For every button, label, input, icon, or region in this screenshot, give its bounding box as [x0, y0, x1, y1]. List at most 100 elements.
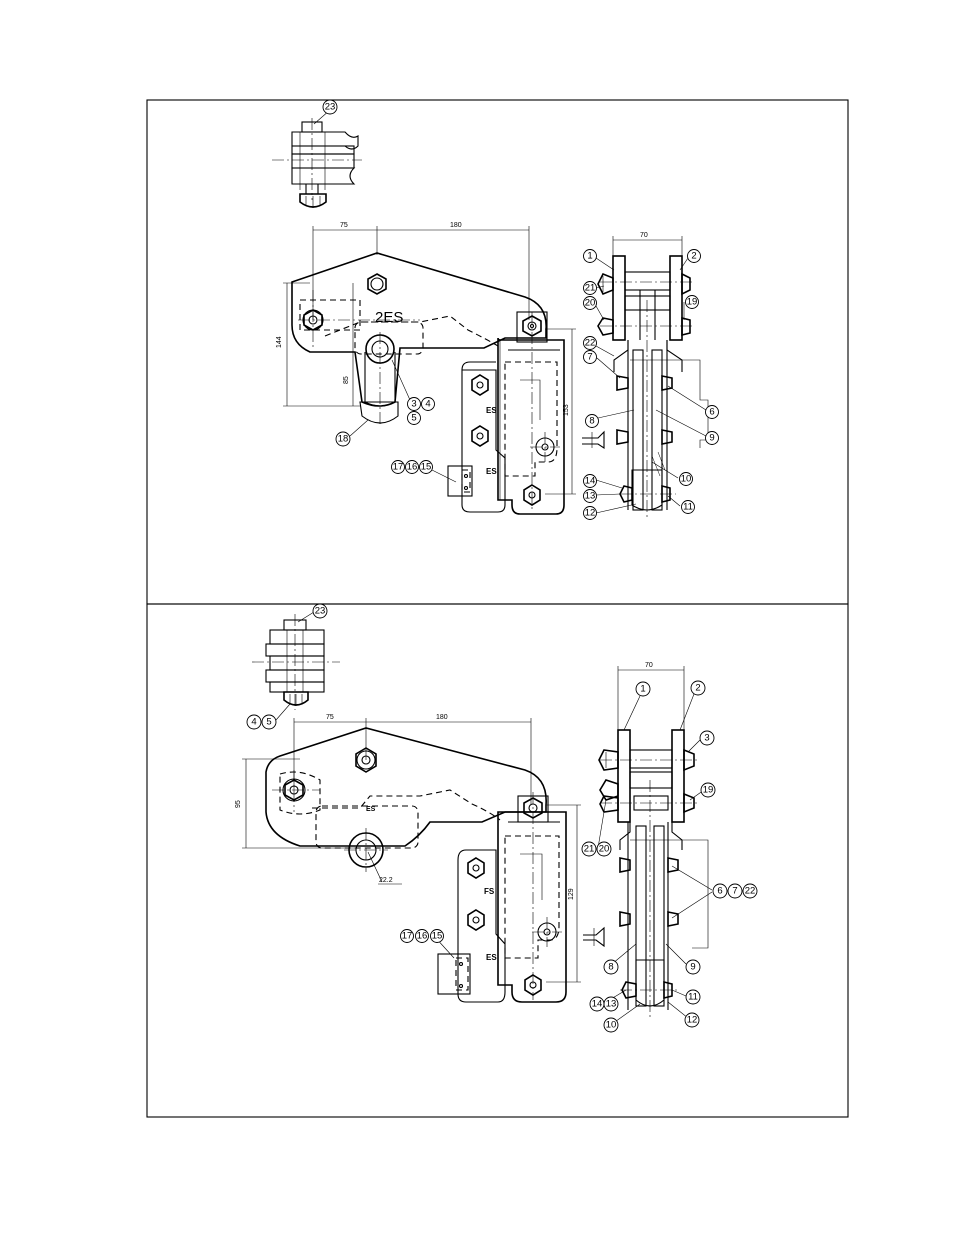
svg-text:3: 3	[411, 399, 416, 410]
top-balloon-4: 4	[422, 398, 435, 411]
svg-text:22: 22	[585, 338, 596, 349]
svg-text:21: 21	[585, 283, 596, 294]
svg-text:2: 2	[695, 683, 700, 694]
svg-text:22: 22	[745, 886, 756, 897]
bottom-es-label-top: ES	[366, 806, 376, 813]
top-dim-144: 144	[276, 336, 283, 348]
svg-text:9: 9	[690, 962, 695, 973]
top-balloon-15: 15	[420, 461, 433, 474]
top-balloon-18: 18	[336, 432, 350, 446]
panel-top: 75 180 144 85 153	[272, 100, 719, 520]
top-balloon-3: 3	[408, 398, 421, 411]
bottom-balloon-21: 21	[582, 842, 596, 856]
top-es-label-1: ES	[486, 406, 497, 415]
bottom-balloon-10: 10	[604, 1018, 618, 1032]
svg-text:19: 19	[703, 785, 714, 796]
top-dim-70: 70	[640, 232, 648, 239]
top-balloon-11: 11	[682, 501, 695, 514]
svg-text:7: 7	[587, 352, 592, 363]
top-balloon-2: 2	[688, 250, 701, 263]
svg-text:17: 17	[402, 931, 413, 942]
top-balloon-1: 1	[584, 250, 597, 263]
svg-text:20: 20	[585, 298, 596, 309]
bottom-balloon-4: 4	[247, 715, 261, 729]
svg-text:16: 16	[417, 931, 428, 942]
bottom-arm: FS ES	[438, 850, 505, 1002]
bottom-body	[498, 792, 566, 1002]
svg-text:5: 5	[266, 717, 271, 728]
svg-text:8: 8	[589, 416, 594, 427]
top-balloon-10: 10	[680, 473, 693, 486]
svg-text:21: 21	[584, 844, 595, 855]
top-balloon-23: 23	[323, 100, 337, 114]
top-balloon-20: 20	[584, 297, 597, 310]
top-balloon-21: 21	[584, 282, 597, 295]
svg-text:4: 4	[251, 717, 256, 728]
bottom-balloon-9: 9	[686, 960, 700, 974]
bottom-balloon-6: 6	[713, 884, 727, 898]
bottom-balloon-13: 13	[604, 997, 618, 1011]
bottom-detail-view	[252, 614, 340, 710]
top-balloon-13: 13	[584, 490, 597, 503]
top-dim-75: 75	[340, 222, 348, 229]
bottom-balloon-3: 3	[700, 731, 714, 745]
top-bracket	[292, 253, 546, 425]
top-balloon-14: 14	[584, 475, 597, 488]
top-dim-180: 180	[450, 222, 462, 229]
top-balloon-9: 9	[706, 432, 719, 445]
top-balloon-12: 12	[584, 507, 597, 520]
svg-text:6: 6	[717, 886, 722, 897]
top-balloon-8: 8	[586, 415, 599, 428]
bottom-dim-180: 180	[436, 714, 448, 721]
bottom-dim-95: 95	[235, 800, 242, 808]
top-balloon-17: 17	[392, 461, 405, 474]
svg-text:2: 2	[691, 251, 696, 262]
top-big-label: 2ES	[375, 309, 403, 326]
bottom-fs-label: FS	[484, 887, 495, 896]
bottom-leaders	[276, 612, 712, 1024]
svg-text:4: 4	[425, 399, 430, 410]
bottom-balloon-8: 8	[604, 960, 618, 974]
bottom-dim-129: 129	[568, 888, 575, 900]
svg-text:13: 13	[606, 999, 617, 1010]
svg-text:14: 14	[585, 476, 596, 487]
svg-text:7: 7	[732, 886, 737, 897]
bottom-balloon-19: 19	[701, 783, 715, 797]
top-es-label-2: ES	[486, 467, 497, 476]
panel-bottom: 75 180 95 129 22.2	[235, 604, 757, 1032]
bottom-balloon-15: 15	[431, 930, 444, 943]
top-dim-85: 85	[343, 376, 350, 384]
svg-text:15: 15	[421, 462, 432, 473]
svg-text:19: 19	[687, 297, 698, 308]
bottom-balloon-14: 14	[590, 997, 604, 1011]
svg-text:20: 20	[599, 844, 610, 855]
bottom-balloon-17: 17	[401, 930, 414, 943]
bottom-es-label: ES	[486, 953, 497, 962]
top-dimensions: 75 180 144 85 15 3	[276, 222, 576, 494]
bottom-balloon-11: 11	[686, 990, 700, 1004]
svg-text:23: 23	[325, 102, 336, 113]
svg-text:12: 12	[585, 508, 596, 519]
bottom-balloon-1: 1	[636, 682, 650, 696]
svg-text:10: 10	[681, 474, 692, 485]
bottom-balloon-22: 22	[743, 884, 757, 898]
svg-text:1: 1	[640, 684, 645, 695]
svg-text:15: 15	[432, 931, 443, 942]
bottom-balloon-2: 2	[691, 681, 705, 695]
svg-text:5: 5	[411, 413, 416, 424]
top-balloon-22: 22	[584, 337, 597, 350]
svg-text:13: 13	[585, 491, 596, 502]
svg-text:23: 23	[315, 606, 326, 617]
top-detail-view	[272, 118, 362, 208]
bottom-dim-75: 75	[326, 714, 334, 721]
bottom-bracket	[266, 728, 546, 872]
top-balloon-19: 19	[686, 296, 699, 309]
svg-text:12: 12	[687, 1015, 698, 1026]
top-balloon-7: 7	[584, 351, 597, 364]
svg-text:11: 11	[688, 992, 698, 1003]
bottom-balloon-16: 16	[416, 930, 429, 943]
svg-text:16: 16	[407, 462, 418, 473]
top-balloon-16: 16	[406, 461, 419, 474]
svg-text:14: 14	[592, 999, 603, 1010]
